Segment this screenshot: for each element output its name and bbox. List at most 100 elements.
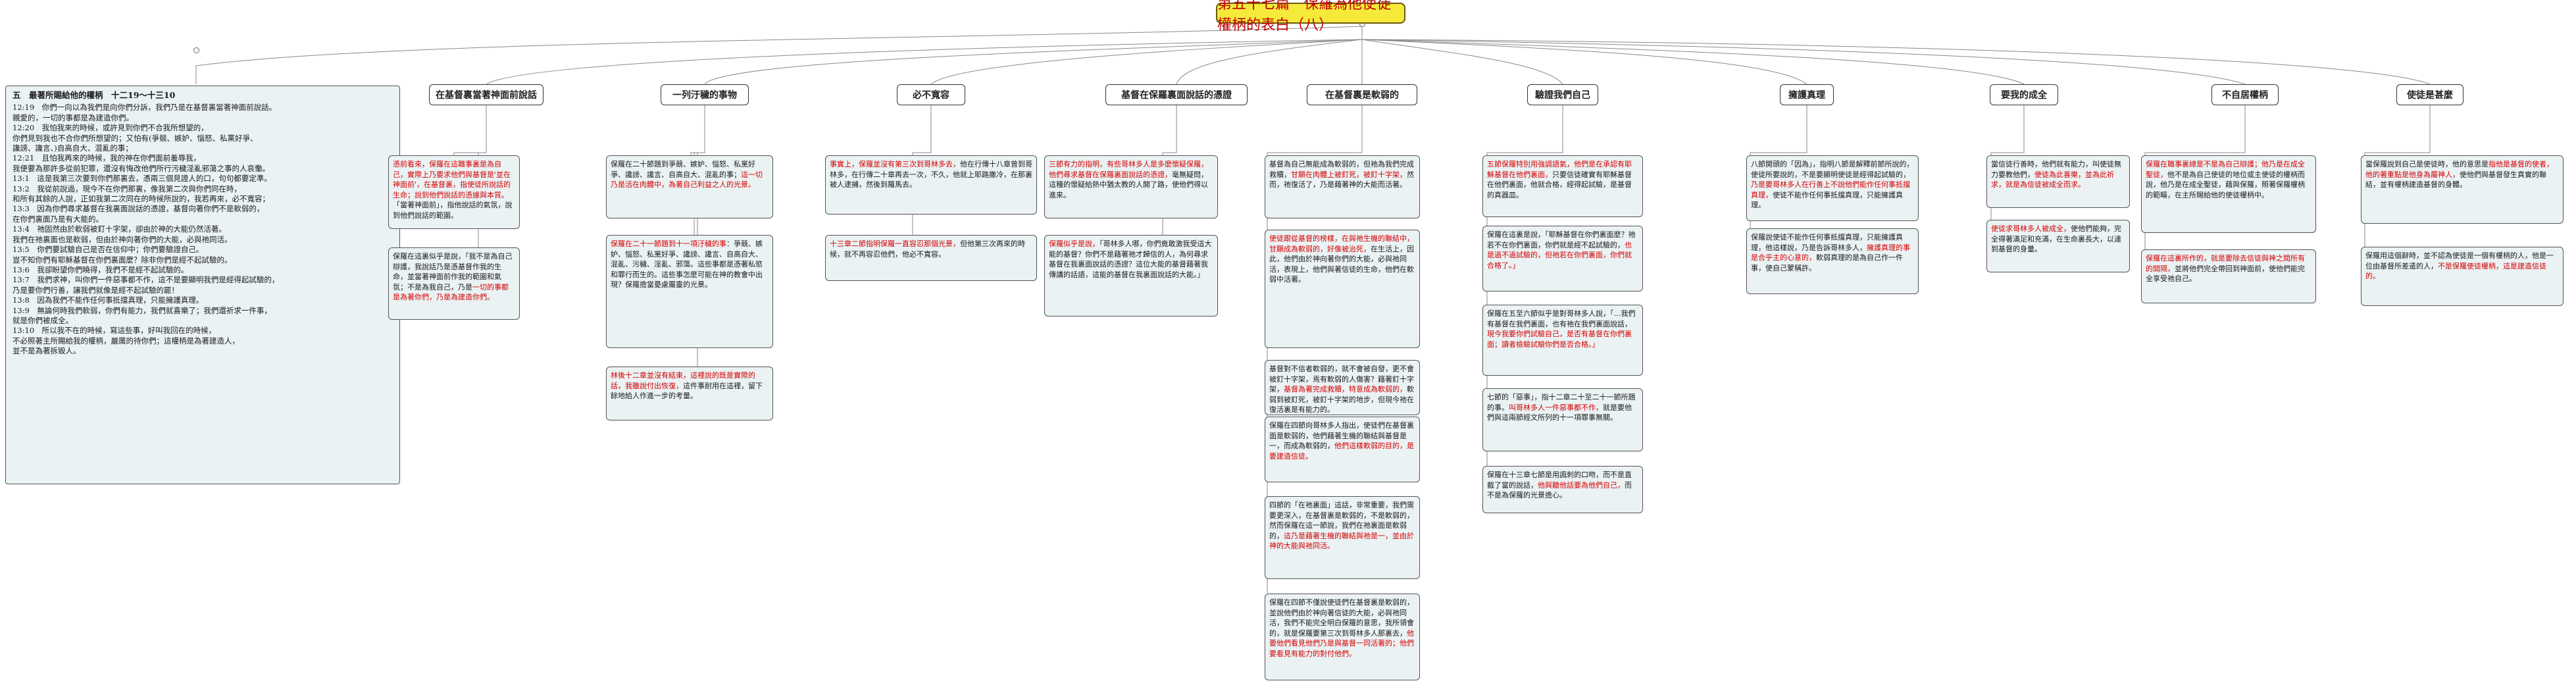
note-text: 使徒為此喜樂，並為此祈求，就是為信徒被成全而求。 (1991, 170, 2114, 190)
topic-node[interactable]: 驗證我們自己 (1527, 84, 1598, 105)
note-node[interactable]: 保羅用這個辭時，並不認為使徒是一個有權柄的人，他是一位由基督所差遣的人，不是保羅… (2361, 247, 2563, 306)
passage-line: 親愛的，一切的事都是為建造你們。 (13, 113, 134, 122)
topic-node[interactable]: 必不寬容 (897, 84, 965, 105)
passage-line: 讒謗、讒言、)自高自大、混亂的事； (13, 143, 133, 153)
note-text: 在生活上，因此，他們由於神向著你們的大能，必與祂同活，表現上，他們與著信徒的生命… (1269, 244, 1414, 284)
note-text: 他要他們看見他們乃是與基督一同活著的；他們要看見有能力的對付他們。 (1269, 628, 1414, 658)
note-text: 基督對不信者軟弱的，就不會被自發，更不會被釘十字架，焉有軟弱的人傷害？藉著釘十字… (1269, 365, 1414, 393)
note-text: 當信徒行善時，他們就有能力，叫使徒無力要教他們， (1991, 160, 2121, 179)
topic-node[interactable]: 基督在保羅裏面說話的憑證 (1105, 84, 1248, 105)
note-node[interactable]: 保羅說使徒不能作任何事抵擋真理，只能擁護真理，他這樣說，乃是告訴哥林多人，擁護真… (1746, 228, 1919, 294)
passage-line: 在你們裏面乃是有大能的。 (13, 214, 103, 224)
passage-line: 13:5 你們要試驗自己是否在信仰中；你們要驗證自己。 (13, 245, 204, 255)
passage-line: 13:1 這是我第三次要到你們那裏去，憑兩三個見證人的口，句句都要定準。 (13, 174, 272, 184)
note-text: 七節的「惡事」，指十二章二十至二十一節所題的事。 (1487, 393, 1636, 412)
collapse-handle[interactable] (193, 47, 199, 53)
note-text: 「哥林多人哪，你們竟敢激我受這大能的基督？你們不是藉著祂才歸信的人，為何尋求基督… (1049, 240, 1212, 279)
note-text: 這一切乃是活在肉體中，為著自己利益之人的光景。 (611, 170, 763, 190)
note-text: 十三章二節指明保羅一直容忍那個光景， (830, 240, 960, 248)
note-text: 當保羅說到自己是使徒時，他的意思是 (2365, 160, 2488, 168)
note-node[interactable]: 保羅在這裏所作的，就是要除去信徒與神之間所有的間隔，並將他們完全帶回到神面前，使… (2141, 249, 2316, 303)
note-node[interactable]: 七節的「惡事」，指十二章二十至二十一節所題的事。叫哥林多人一件惡事都不作，就是要… (1482, 388, 1643, 451)
note-text: 保羅在這裏似乎是說，「我不是為自己辯護，我說話乃是憑基督作我的生命，並當著神面前… (393, 252, 513, 292)
note-text: 指他是基督的使者，他的著重點是他身為屬神人， (2365, 160, 2554, 179)
note-text: 而不是為保羅的光景擔心。 (1487, 480, 1632, 500)
note-text: 使徒跟從基督的榜樣，在與祂生機的聯結中，甘願成為軟弱的，好像被治死， (1269, 234, 1414, 253)
note-text: 只要信徒確實有耶穌基督在他們裏面，他就合格，經得起試驗，是基督的真器皿。 (1487, 170, 1632, 199)
note-node[interactable]: 保羅在這裏似乎是說，「我不是為自己辯護，我說話乃是憑基督作我的生命，並當著神面前… (388, 247, 520, 320)
note-node[interactable]: 保羅在職事裏總是不是為自己辯護；他乃是在成全聖徒，他不是為自己使徒的地位或主使徒… (2141, 155, 2316, 233)
passage-line: 13:3 因為你們尋求基督在我裏面說話的憑證，基督向著你們不是軟弱的， (13, 204, 265, 214)
note-text: ：爭競、嫉妒、惱怒、私黨好爭、讒謗、讒言、自高自大、混亂、污穢、淫亂、邪蕩。這些… (611, 240, 763, 289)
root-title[interactable]: 第五十七篇 保羅為他使徒權柄的表白（八） (1216, 0, 1405, 34)
note-text: 並將他們完全帶回到神面前，使他們能完全享受祂自己。 (2146, 264, 2305, 284)
passage-line: 13:10 所以我不在的時候，寫這些事，好叫我回在的時候， (13, 326, 216, 336)
note-text: 「當著神面前」，指他說話的氣氛，說到他們說話的範圍。 (393, 201, 513, 220)
note-text: 現今我要你們試驗自己，是否有基督在你們裏面；讀者檢驗試驗你們是否合格。」 (1487, 330, 1632, 349)
note-node[interactable]: 三節有力的指明，有些哥林多人是多麼懷疑保羅，他們尋求基督在保羅裏面說話的憑證，毫… (1044, 155, 1218, 218)
note-node[interactable]: 使徒求哥林多人被成全，使他們能夠，完全得著滿足和充滿，在生命裏長大，以達到基督的… (1986, 220, 2130, 272)
note-node[interactable]: 四節的「在祂裏面」這話，非常重要，我們需要更深入，在基督裏是軟弱的，不是軟弱的，… (1265, 496, 1420, 579)
note-text: 使徒求哥林多人被成全， (1991, 224, 2071, 233)
note-text: 軟弱真理的是為自己作一件事，使自己蒙稱許。 (1751, 253, 1903, 272)
note-node[interactable]: 林後十二章並沒有結束，這裡說的既是實際的話，我雖說付出恢復，這件事耐用在這裡，留… (606, 367, 773, 420)
note-text: 事實上，保羅並沒有第三次到哥林多去， (830, 160, 960, 168)
passage-line: 我便要為那許多從前犯罪，還沒有悔改他們所行污穢淫亂邪蕩之事的人哀慟。 (13, 163, 270, 173)
note-node[interactable]: 八節開頭的「因為」，指明八節是解釋前節所說的，使徒所要說的，不是要顯明使徒是經得… (1746, 155, 1919, 221)
note-text: 他與聽他話要為他們自己， (1538, 480, 1625, 490)
note-node[interactable]: 當信徒行善時，他們就有能力，叫使徒無力要教他們，使徒為此喜樂，並為此祈求，就是為… (1986, 155, 2130, 208)
note-node[interactable]: 基督為自己無能成為軟弱的，但祂為我們完成救贖，甘願在肉體上被釘死，被釘十字架，然… (1265, 155, 1420, 218)
note-text: 保羅在十三章七節是用諷刺的口吻，而不是直截了當的說話， (1487, 470, 1632, 490)
note-text: 保羅在五至六節似乎是對哥林多人說，「…我們有基督在我們裏面，也有祂在我們裏面說話… (1487, 309, 1636, 328)
topic-node[interactable]: 一列汙穢的事物 (661, 84, 749, 105)
note-text: 他不是為自己使徒的地位或主使徒的權柄而說，他乃是在成全聖徒，藉與保羅，照著保羅權… (2146, 170, 2305, 199)
note-node[interactable]: 十三章二節指明保羅一直容忍那個光景，但他第三次再來的時候，就不再容忍他們，他必不… (825, 235, 1037, 281)
passage-line: 就是你們被成全。 (13, 315, 73, 325)
note-node[interactable]: 保羅在二十節題到爭競、嫉妒、惱怒、私黨好爭、讒謗、讒言、自高自大、混亂的事；這一… (606, 155, 773, 218)
note-node[interactable]: 基督對不信者軟弱的，就不會被自發，更不會被釘十字架，焉有軟弱的人傷害？藉著釘十字… (1265, 360, 1420, 415)
passage-line: 我們在祂裏面也是軟弱，但由於神向著你們的大能，必與祂同活。 (13, 234, 232, 244)
note-node[interactable]: 保羅在四節向哥林多人指出，使徒們在基督裏面是軟弱的，他們藉著生機的聯結與基督是一… (1265, 417, 1420, 482)
topic-node[interactable]: 擁護真理 (1780, 84, 1834, 105)
passage-line: 13:8 因為我們不能作任何事抵擋真理，只能擁護真理。 (13, 295, 204, 305)
note-text: 保羅似乎是說， (1049, 240, 1099, 248)
note-text: 四節的「在祂裏面」這話，非常重要，我們需要更深入，在基督裏是軟弱的，不是軟弱的，… (1269, 501, 1414, 540)
note-node[interactable]: 保羅在十三章七節是用諷刺的口吻，而不是直截了當的說話，他與聽他話要為他們自己，而… (1482, 466, 1643, 513)
note-node[interactable]: 保羅在五至六節似乎是對哥林多人說，「…我們有基督在我們裏面，也有祂在我們裏面說話… (1482, 305, 1643, 376)
note-node[interactable]: 保羅似乎是說，「哥林多人哪，你們竟敢激我受這大能的基督？你們不是藉著祂才歸信的人… (1044, 235, 1218, 317)
note-text: 一切的事都是為著你們，乃是為建造你們。 (393, 282, 509, 302)
topic-node[interactable]: 要我的成全 (1990, 84, 2058, 105)
note-text: 然而，祂復活了，乃是藉著神的大能而活著。 (1269, 170, 1414, 190)
note-text: 他們這樣軟弱的目的，是要建造信徒。 (1269, 442, 1414, 461)
note-node[interactable]: 五節保羅特別用強調語氣，他們是在承認有耶穌基督在他們裏面，只要信徒確實有耶穌基督… (1482, 155, 1643, 217)
note-node[interactable]: 使徒跟從基督的榜樣，在與祂生機的聯結中，甘願成為軟弱的，好像被治死，在生活上，因… (1265, 230, 1420, 348)
scripture-passage[interactable]: 五 最著所賜給他的權柄 十二19～十三10 12:19 你們一向以為我們是向你們… (5, 86, 400, 484)
note-node[interactable]: 憑前看來，保羅在這職事裏是為自己，實際上乃要求他們與基督是'並在神面前'，在基督… (388, 155, 520, 229)
note-node[interactable]: 事實上，保羅並沒有第三次到哥林多去，他在行傳十八章曾到哥林多，在行傳二十章再去一… (825, 155, 1037, 215)
note-node[interactable]: 保羅在二十一節題到十一項汙穢的事：爭競、嫉妒、惱怒、私黨好爭、讒謗、讒言、自高自… (606, 235, 773, 348)
topic-node[interactable]: 使徒是甚麼 (2396, 84, 2463, 105)
passage-line: 不必照著主所賜給我的權柄，嚴厲的待你們；這權柄是為著建造人， (13, 336, 240, 345)
note-text: 保羅在這裏所作的，就是要除去信徒與神之間所有的間隔， (2146, 254, 2305, 273)
passage-line: 13:2 我從前說過，現今不在你們那裏，像我第二次與你們同在時， (13, 184, 241, 193)
topic-node[interactable]: 在基督裏是軟弱的 (1307, 84, 1417, 105)
note-text: 叫哥林多人一件惡事都不作， (1509, 403, 1603, 412)
topic-node[interactable]: 在基督裏當著神面前說話 (429, 84, 543, 105)
passage-line: 乃是要你們行善，讓我們就像是經不起試驗的罷！ (13, 285, 179, 295)
passage-line: 12:20 我怕我來的時候，或許見到你們不合我所想望的， (13, 123, 209, 133)
topic-node[interactable]: 不自居權柄 (2211, 84, 2279, 105)
passage-line: 12:21 且怕我再來的時候，我的神在你們面前羞辱我， (13, 153, 201, 163)
note-text: 八節開頭的「因為」，指明八節是解釋前節所說的，使徒所要說的，不是要顯明使徒是經得… (1751, 160, 1914, 179)
passage-title: 五 最著所賜給他的權柄 十二19～十三10 (13, 90, 176, 100)
note-text: 擁護真理的事是合乎主的心意的， (1751, 243, 1910, 263)
note-text: 保羅在四節向哥林多人指出，使徒們在基督裏面是軟弱的，他們藉著生機的聯結與基督是一… (1269, 421, 1414, 450)
note-node[interactable]: 當保羅說到自己是使徒時，他的意思是指他是基督的使者，他的著重點是他身為屬神人，使… (2361, 155, 2563, 224)
note-text: 保羅在二十一節題到十一項汙穢的事 (611, 240, 726, 248)
note-text: 保羅說使徒不能作任何事抵擋真理，只能擁護真理，他這樣說，乃是告訴哥林多人， (1751, 233, 1903, 252)
note-node[interactable]: 保羅在這裏是說，「耶穌基督在你們裏面麼？祂若不在你們裏面，你們就是經不起試驗的，… (1482, 226, 1643, 292)
note-node[interactable]: 保羅在四節不僅說使徒們在基督裏是軟弱的，並說他們由於神向著信徒的大能，必與祂同活… (1265, 594, 1420, 680)
note-text: 這件事耐用在這裡，留下餘地給人作進一步的考量。 (611, 381, 763, 401)
note-text: 保羅在這裏是說，「耶穌基督在你們裏面麼？祂若不在你們裏面，你們就是經不起試驗的， (1487, 230, 1636, 249)
note-text: 軟弱到被釘死，被釘十字架的地步，但現今祂在復活裏是有能力的。 (1269, 385, 1414, 414)
passage-line: 你們見到我也不合你們所想望的；又怕有(爭競、嫉妒、惱怒、私黨好爭、 (13, 133, 258, 143)
